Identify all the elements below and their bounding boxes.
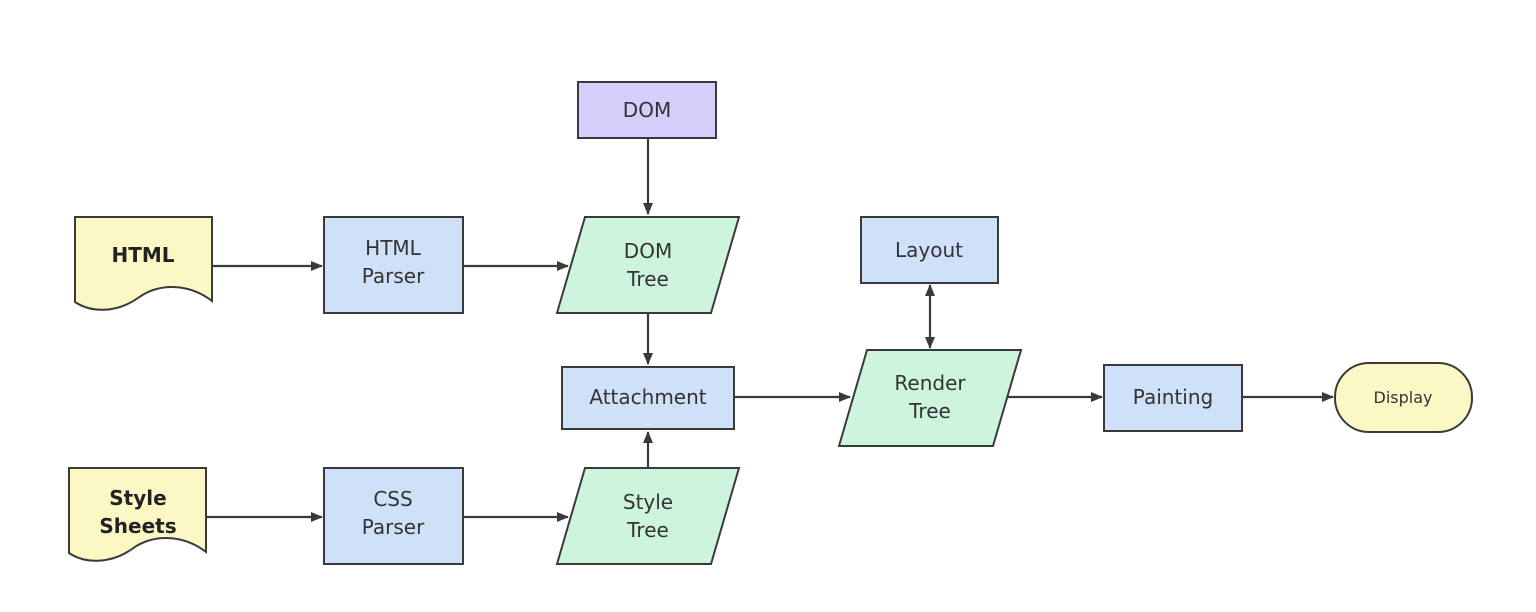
node-label: DOM Tree xyxy=(624,239,672,291)
data-parallelogram xyxy=(555,467,741,565)
node-label-line: Tree xyxy=(908,399,951,423)
document-shape xyxy=(68,467,207,562)
node-label-line: Render xyxy=(894,371,966,395)
node-label-line: Style xyxy=(623,490,673,514)
data-parallelogram xyxy=(555,216,741,314)
node-label-line: DOM xyxy=(623,98,671,122)
process-box xyxy=(1103,364,1243,432)
node-label-line: Painting xyxy=(1133,385,1213,409)
node-label-line: Parser xyxy=(362,515,425,539)
edges xyxy=(207,138,1334,522)
node-css-parser: CSS Parser xyxy=(323,467,464,565)
node-label: Painting xyxy=(1133,385,1213,409)
node-painting: Painting xyxy=(1103,364,1243,432)
terminal-shape xyxy=(1334,362,1473,433)
node-label-line: DOM xyxy=(624,239,672,263)
node-layout: Layout xyxy=(860,216,999,284)
node-label: Display xyxy=(1374,388,1433,407)
node-label-line: Sheets xyxy=(99,514,176,538)
node-label: HTML Parser xyxy=(362,236,425,288)
node-label-line: Display xyxy=(1374,388,1433,407)
node-label: DOM xyxy=(623,98,671,122)
node-dom-tree: DOM Tree xyxy=(555,216,741,314)
node-display: Display xyxy=(1334,362,1473,433)
process-box xyxy=(577,81,717,139)
process-box xyxy=(860,216,999,284)
node-label: CSS Parser xyxy=(362,487,425,539)
process-box xyxy=(323,216,464,314)
node-label-line: HTML xyxy=(365,236,422,260)
data-parallelogram xyxy=(837,349,1023,447)
node-attachment: Attachment xyxy=(561,366,735,430)
node-label: HTML xyxy=(111,243,174,267)
node-html: HTML xyxy=(74,216,213,311)
node-label-line: Style xyxy=(109,486,166,510)
node-label-line: Tree xyxy=(626,518,669,542)
node-label-line: Tree xyxy=(626,267,669,291)
process-box xyxy=(323,467,464,565)
node-label-line: Parser xyxy=(362,264,425,288)
node-label-line: Layout xyxy=(895,238,963,262)
node-label: Attachment xyxy=(589,385,706,409)
process-box xyxy=(561,366,735,430)
node-label-line: HTML xyxy=(111,243,174,267)
document-shape xyxy=(74,216,213,311)
node-label-line: CSS xyxy=(373,487,412,511)
node-dom: DOM xyxy=(577,81,717,139)
node-label-line: Attachment xyxy=(589,385,706,409)
node-label: Layout xyxy=(895,238,963,262)
node-html-parser: HTML Parser xyxy=(323,216,464,314)
